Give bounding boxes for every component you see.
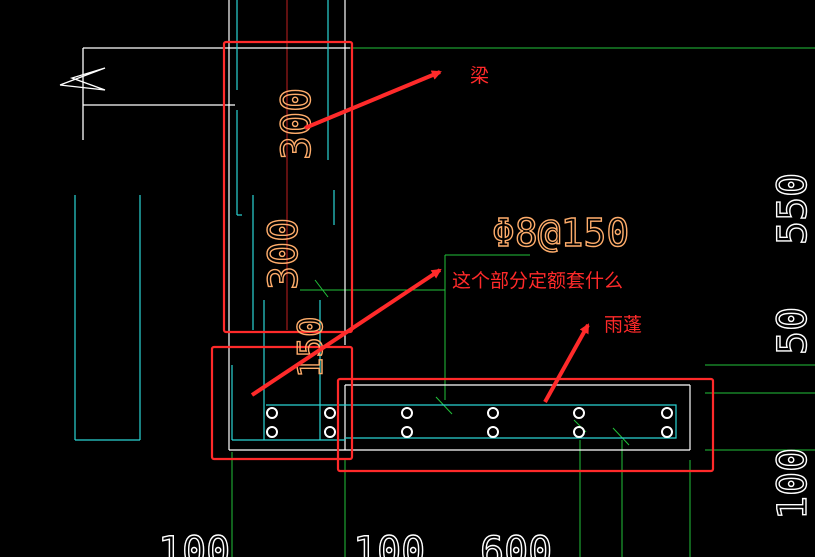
annotation-arrows <box>250 70 590 403</box>
canopy-highlight-box <box>336 377 715 473</box>
annotation-question: 这个部分定额套什么 <box>452 270 623 292</box>
break-line-slab <box>59 47 350 140</box>
highlight-boxes <box>210 40 715 473</box>
beam-highlight-box <box>222 40 354 334</box>
bottom-dim-right: 600 <box>480 529 552 557</box>
rebar-dots <box>266 407 673 438</box>
bottom-dim-middle: 100 <box>353 529 425 557</box>
beam-dim-lower: 300 <box>261 218 307 290</box>
side-dim-bottom: 100 <box>770 448 815 520</box>
annotation-beam: 梁 <box>470 65 489 87</box>
side-dim-middle: 50 <box>770 307 815 355</box>
annotation-canopy: 雨蓬 <box>604 314 642 336</box>
beam-arrow <box>304 70 442 130</box>
question-arrow <box>250 268 442 397</box>
bottom-dim-left: 100 <box>158 529 230 557</box>
side-dim-top: 550 <box>770 173 815 245</box>
column-outline <box>228 0 691 451</box>
rebar-label: Φ8@150 <box>492 211 629 255</box>
corner-highlight-box <box>210 345 354 461</box>
green-guide-lines <box>231 47 815 557</box>
canopy-arrow <box>543 323 590 403</box>
cyan-rebar-lines <box>74 0 677 441</box>
